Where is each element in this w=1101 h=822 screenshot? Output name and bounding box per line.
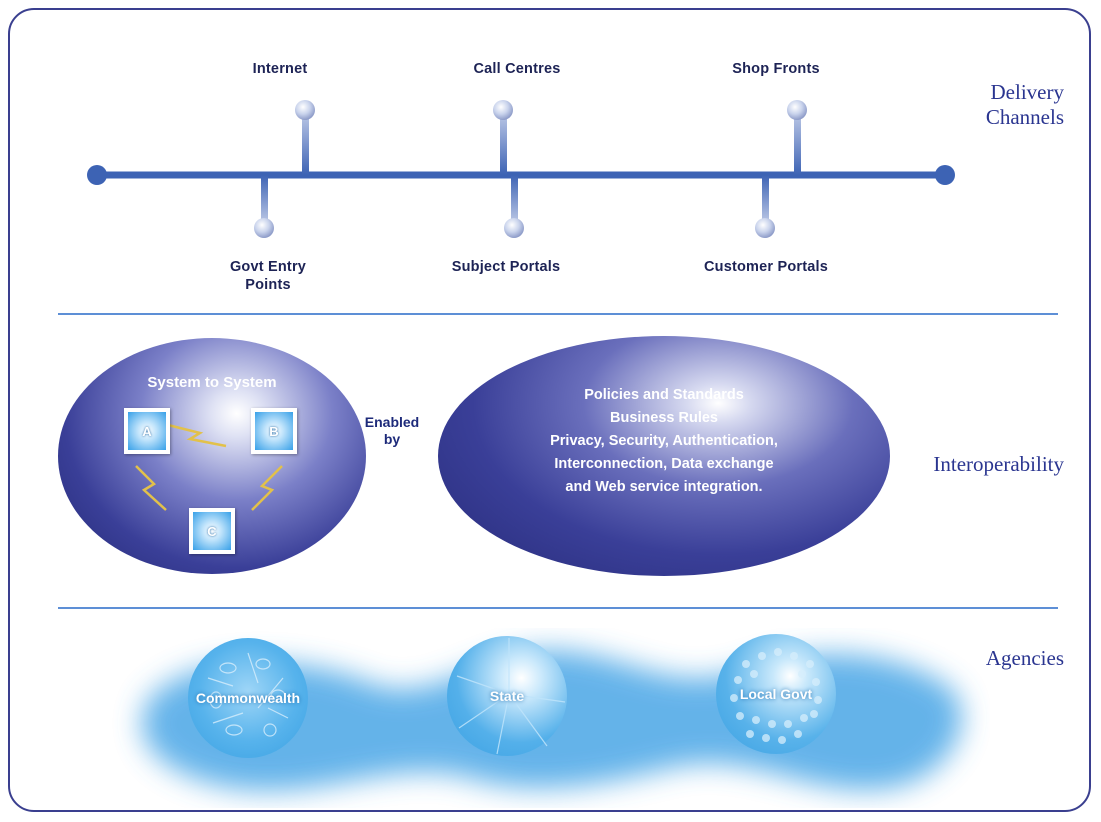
stem-internet [302,108,309,175]
policies-ellipse: Policies and Standards Business Rules Pr… [438,336,890,576]
system-node-b: B [251,408,297,454]
lightning-a-c [135,465,167,511]
system-node-c: C [189,508,235,554]
divider-bottom [58,607,1058,609]
stem-customer-portals [762,175,769,227]
channel-label-shop-fronts: Shop Fronts [732,61,820,77]
agency-label-commonwealth: Commonwealth [195,690,301,706]
stem-govt-entry [261,175,268,227]
system-node-label: C [193,512,231,550]
knob-internet [295,100,315,120]
section-label-agencies: Agencies [985,646,1064,670]
lightning-b-c [251,465,283,511]
system-node-a: A [124,408,170,454]
agency-label-local-govt: Local Govt [739,686,813,702]
policy-line: Privacy, Security, Authentication, [550,433,778,449]
channel-label-internet: Internet [252,61,308,77]
policy-line: and Web service integration. [565,479,763,495]
lightning-a-b [167,423,227,448]
channel-label-customer-portals: Customer Portals [703,259,829,275]
stem-call-centres [500,108,507,175]
system-node-label: A [128,412,166,450]
stem-subject-portals [511,175,518,227]
segment-pattern-icon [456,638,566,755]
knob-govt-entry [254,218,274,238]
channel-label-subject-portals: Subject Portals [451,259,561,275]
agency-local-govt: Local Govt [716,634,836,754]
system-to-system-title: System to System [147,374,277,391]
rail-end-right [935,165,955,185]
policies-text: Policies and Standards Business Rules Pr… [438,384,890,499]
lightning-links [135,423,283,511]
rail-end-left [87,165,107,185]
knob-customer-portals [755,218,775,238]
stem-shop-fronts [794,108,801,175]
policy-line: Interconnection, Data exchange [554,456,774,472]
agency-commonwealth: Commonwealth [188,638,308,758]
knob-shop-fronts [787,100,807,120]
agency-label-state: State [489,688,525,704]
section-label-interoperability: Interoperability [933,452,1064,476]
dot-pattern-icon [730,648,822,744]
channel-label-call-centres: Call Centres [473,61,561,77]
agency-state: State [447,636,567,756]
knob-subject-portals [504,218,524,238]
knob-call-centres [493,100,513,120]
cell-pattern-icon [207,652,289,737]
divider-top [58,313,1058,315]
policy-line: Policies and Standards [584,387,744,403]
system-node-label: B [255,412,293,450]
system-to-system-ellipse: System to System A B C [58,338,366,574]
section-label-delivery-channels: Delivery Channels [985,80,1064,129]
enabled-by-label: Enabled by [364,414,420,447]
policy-line: Business Rules [610,410,718,426]
channel-label-govt-entry: Govt Entry Points [229,259,307,293]
